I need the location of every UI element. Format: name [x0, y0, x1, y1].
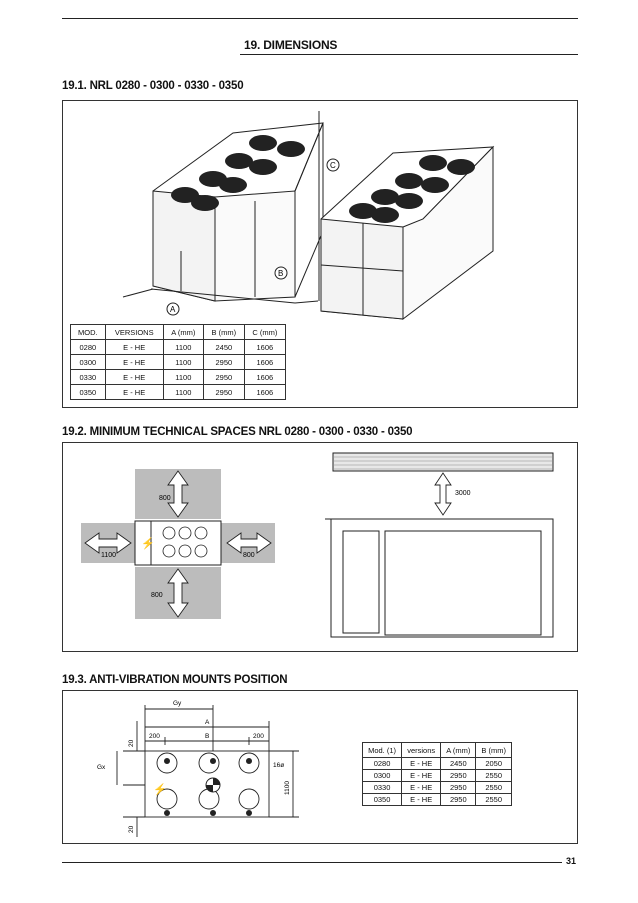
table-cell: 1100 [162, 384, 204, 400]
a-label: A [205, 719, 210, 726]
figure-panel-technical-spaces: ⚡ 800 1100 800 800 3000 [62, 442, 578, 652]
figure-panel-mounts: ⚡ Gy A B 200 200 Gx 20 20 1100 16ø [62, 690, 578, 844]
table-cell: 2450 [202, 339, 245, 355]
table-header: VERSIONS [104, 324, 164, 340]
table-cell: 2550 [475, 769, 512, 782]
table-header: A (mm) [162, 324, 204, 340]
hole-diameter-label: 16ø [273, 762, 284, 769]
gy-label: Gy [173, 700, 182, 707]
electrical-hazard-icon: ⚡ [141, 537, 155, 550]
table-header: Mod. (1) [361, 742, 403, 758]
table-header: MOD. [70, 324, 106, 340]
title-underline [240, 54, 578, 55]
table-cell: 0280 [70, 339, 106, 355]
table-cell: E - HE [104, 369, 164, 385]
mounts-table: Mod. (1) versions A (mm) B (mm) 0280 E -… [361, 742, 512, 806]
figure-panel-dimensions: A B C [62, 100, 578, 408]
table-cell: 2950 [202, 354, 245, 370]
table-cell: 2050 [475, 757, 512, 770]
dim-20-bottom: 20 [128, 825, 135, 833]
page-number: 31 [566, 856, 577, 866]
table-cell: E - HE [401, 781, 442, 794]
dim-1100: 1100 [284, 781, 291, 795]
table-header: C (mm) [243, 324, 287, 340]
bottom-rule [62, 862, 562, 863]
table-cell: E - HE [401, 769, 442, 782]
mounts-position-drawing: ⚡ Gy A B 200 200 Gx 20 20 1100 16ø [97, 700, 299, 837]
electrical-hazard-icon: ⚡ [153, 783, 167, 796]
table-header-row: Mod. (1) versions A (mm) B (mm) [361, 742, 512, 758]
table-cell: 0350 [361, 793, 403, 806]
table-row: 0300 E - HE 2950 2550 [361, 769, 512, 782]
table-header: B (mm) [475, 742, 512, 758]
table-cell: 0350 [70, 384, 106, 400]
table-cell: E - HE [401, 793, 442, 806]
space-bottom-label: 800 [151, 592, 163, 599]
table-header: B (mm) [202, 324, 245, 340]
table-cell: 1606 [243, 354, 287, 370]
table-row: 0350 E - HE 2950 2550 [361, 793, 512, 806]
table-cell: 0330 [361, 781, 403, 794]
table-cell: 0300 [361, 769, 403, 782]
page-title: 19. DIMENSIONS [244, 38, 338, 52]
table-row: 0300 E - HE 1100 2950 1606 [70, 354, 287, 370]
table-cell: 2950 [202, 369, 245, 385]
table-cell: 1606 [243, 384, 287, 400]
table-cell: 1100 [162, 339, 204, 355]
callout-c: C [330, 161, 336, 170]
b-label: B [205, 733, 209, 740]
table-row: 0330 E - HE 1100 2950 1606 [70, 369, 287, 385]
table-cell: 2950 [440, 793, 477, 806]
technical-spaces-drawing: ⚡ 800 1100 800 800 3000 [81, 452, 554, 638]
space-above-label: 3000 [455, 490, 471, 497]
table-row: 0280 E - HE 2450 2050 [361, 757, 512, 770]
table-cell: 0300 [70, 354, 106, 370]
section-title-19-3: 19.3. ANTI-VIBRATION MOUNTS POSITION [62, 674, 288, 686]
space-left-label: 1100 [101, 552, 116, 559]
table-cell: 0330 [70, 369, 106, 385]
table-cell: E - HE [104, 384, 164, 400]
table-cell: 2550 [475, 781, 512, 794]
table-cell: 2550 [475, 793, 512, 806]
table-cell: 1100 [162, 369, 204, 385]
gx-label: Gx [97, 764, 106, 771]
callout-b: B [278, 269, 283, 278]
section-title-19-1: 19.1. NRL 0280 - 0300 - 0330 - 0350 [62, 80, 244, 92]
top-rule [62, 18, 578, 19]
dim-200-left: 200 [149, 733, 160, 740]
table-header-row: MOD. VERSIONS A (mm) B (mm) C (mm) [70, 324, 287, 340]
table-header: A (mm) [440, 742, 477, 758]
table-cell: 1606 [243, 339, 287, 355]
table-cell: E - HE [401, 757, 442, 770]
dim-200-right: 200 [253, 733, 264, 740]
table-cell: 0280 [361, 757, 403, 770]
table-header: versions [401, 742, 442, 758]
space-top-label: 800 [159, 495, 171, 502]
callout-a: A [170, 305, 176, 314]
table-row: 0330 E - HE 2950 2550 [361, 781, 512, 794]
table-cell: E - HE [104, 339, 164, 355]
section-title-19-2: 19.2. MINIMUM TECHNICAL SPACES NRL 0280 … [62, 426, 413, 438]
table-cell: 2950 [440, 781, 477, 794]
table-cell: 1100 [162, 354, 204, 370]
dimensions-table: MOD. VERSIONS A (mm) B (mm) C (mm) 0280 … [70, 324, 287, 400]
table-row: 0280 E - HE 1100 2450 1606 [70, 339, 287, 355]
table-cell: E - HE [104, 354, 164, 370]
table-cell: 1606 [243, 369, 287, 385]
space-right-label: 800 [243, 552, 255, 559]
unit-isometric-drawing: A B C [122, 111, 495, 321]
table-cell: 2950 [440, 769, 477, 782]
table-cell: 2450 [440, 757, 477, 770]
table-cell: 2950 [202, 384, 245, 400]
table-row: 0350 E - HE 1100 2950 1606 [70, 384, 287, 400]
dim-20-top: 20 [128, 739, 135, 747]
